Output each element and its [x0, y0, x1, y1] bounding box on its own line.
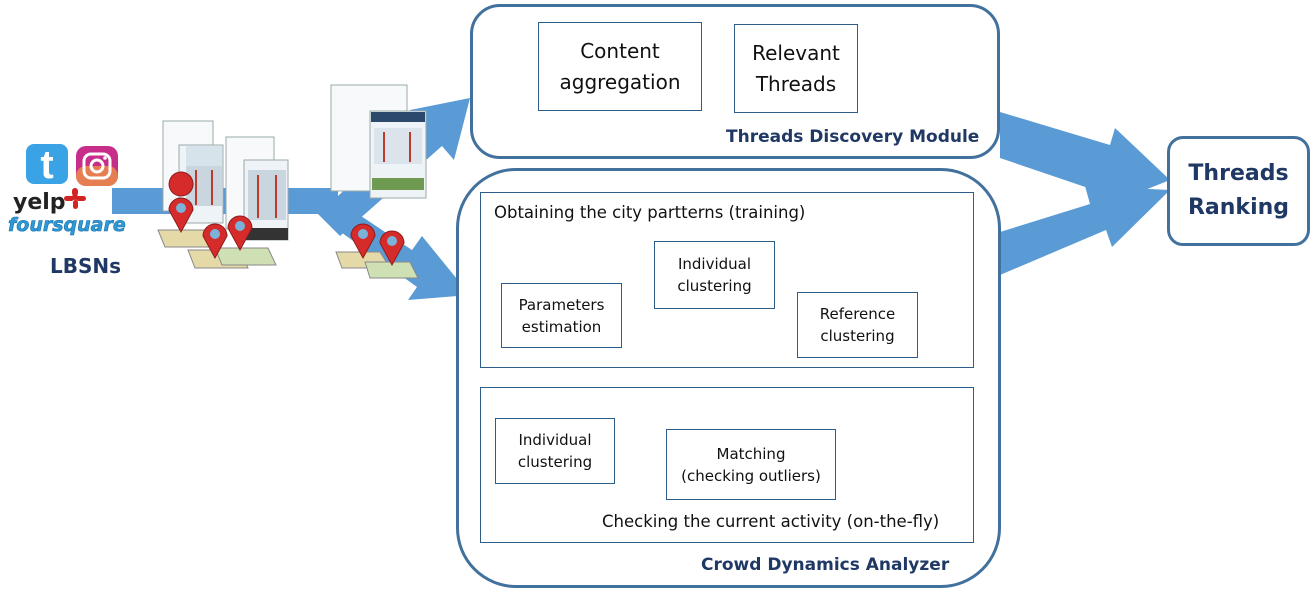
content-aggregation-box: Content aggregation [538, 22, 702, 111]
individual-clustering-onthefly-box: Individual clustering [495, 418, 615, 484]
flow-arrow-analyzer-to-ranking [1000, 186, 1170, 275]
lbsns-label: LBSNs [50, 254, 122, 278]
relevant-threads-box: Relevant Threads [734, 24, 858, 113]
training-panel-title: Obtaining the city partterns (training) [494, 203, 806, 222]
twitter-logo: t [26, 143, 68, 187]
flow-arrow-discovery-to-ranking [1000, 112, 1170, 210]
svg-text:t: t [40, 143, 53, 187]
map-pins [168, 171, 253, 260]
on-the-fly-panel-title: Checking the current activity (on-the-fl… [602, 512, 940, 531]
instagram-logo [76, 146, 118, 186]
parameters-estimation-box: Parameters estimation [501, 283, 622, 348]
map-pins-2 [350, 223, 405, 267]
foursquare-logo: foursquare [8, 214, 126, 237]
matching-box: Matching (checking outliers) [666, 429, 836, 500]
reference-clustering-box: Reference clustering [797, 292, 918, 358]
yelp-logo: yelp [13, 188, 86, 215]
location-maps [157, 229, 277, 269]
crowd-dynamics-label: Crowd Dynamics Analyzer [701, 555, 950, 575]
foursquare-logo-text: foursquare [8, 214, 126, 236]
threads-ranking-box: Threads Ranking [1167, 136, 1310, 246]
main-flow-bar [112, 188, 338, 214]
social-posts-thumbnails-2 [330, 84, 427, 199]
yelp-logo-text: yelp [13, 190, 66, 215]
individual-clustering-training-box: Individual clustering [654, 241, 775, 309]
threads-discovery-label: Threads Discovery Module [726, 127, 980, 147]
